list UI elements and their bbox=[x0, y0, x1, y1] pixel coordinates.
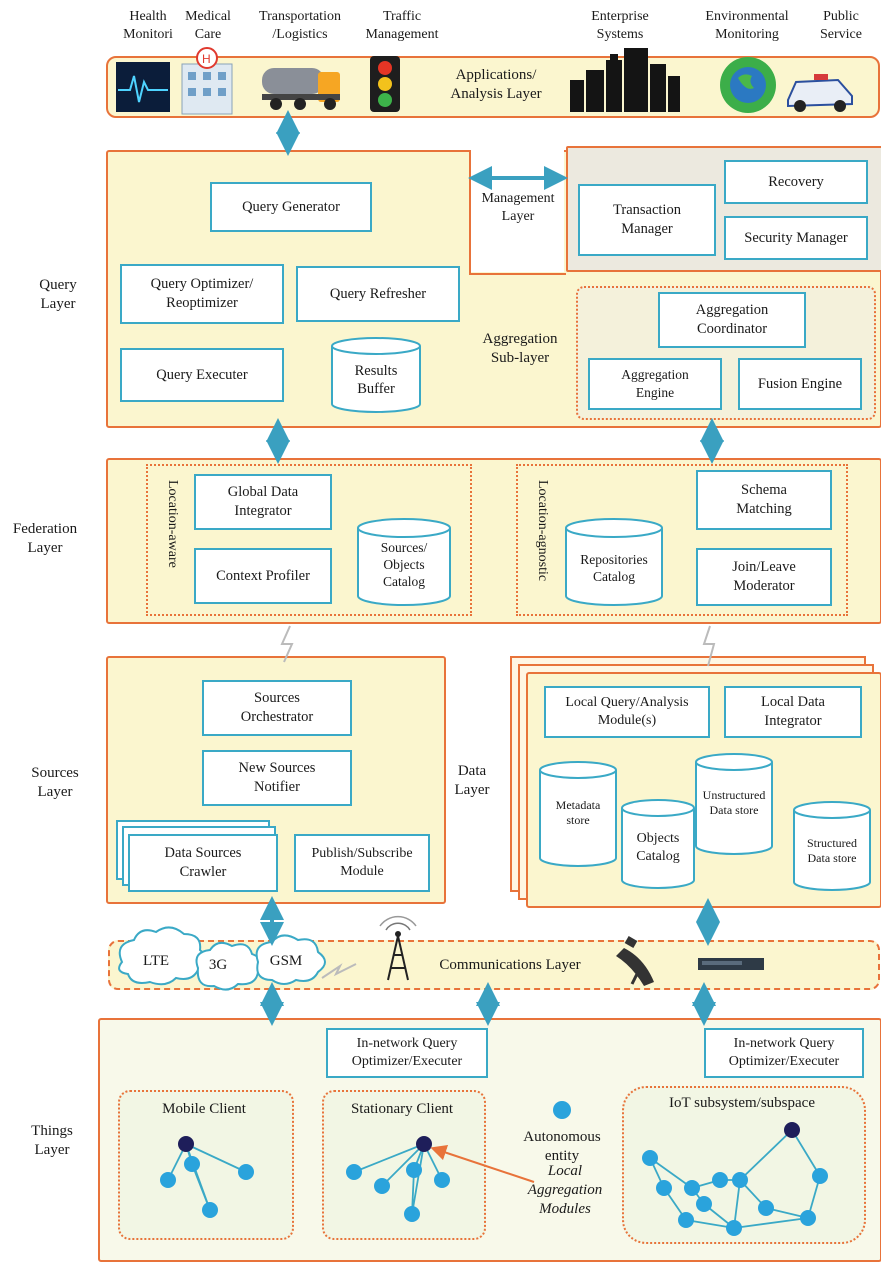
aggregation-engine: Aggregation Engine bbox=[588, 358, 722, 410]
security-manager: Security Manager bbox=[724, 216, 868, 260]
app-label-public: Public Service bbox=[820, 9, 862, 42]
federation-to-sources-link-left bbox=[280, 625, 294, 663]
transaction-manager: Transaction Manager bbox=[578, 184, 716, 256]
city-skyline-icon bbox=[570, 48, 680, 112]
query-generator: Query Generator bbox=[210, 182, 372, 232]
schema-matching: Schema Matching bbox=[696, 470, 832, 530]
cloud-icon bbox=[118, 926, 326, 991]
svg-text:H: H bbox=[202, 52, 211, 66]
sources-layer-side-label: Sources Layer bbox=[31, 765, 79, 800]
query-optimizer: Query Optimizer/ Reoptimizer bbox=[120, 264, 284, 324]
repositories-catalog-label: Repositories Catalog bbox=[580, 552, 648, 584]
cloud-label-3g: 3G bbox=[208, 957, 228, 973]
management-layer-label: Management Layer bbox=[481, 191, 555, 224]
local-query-analysis-module: Local Query/Analysis Module(s) bbox=[544, 686, 710, 738]
data-sources-crawler: Data Sources Crawler bbox=[128, 834, 278, 892]
app-label-environmental: Environmental Monitoring bbox=[705, 9, 789, 42]
query-refresher: Query Refresher bbox=[296, 266, 460, 322]
global-data-integrator: Global Data Integrator bbox=[194, 474, 332, 530]
communications-layer-label: Communications Layer bbox=[439, 957, 581, 973]
location-agnostic-label: Location-agnostic bbox=[535, 480, 550, 582]
objects-catalog-label: Objects Catalog bbox=[636, 831, 680, 864]
app-label-enterprise: Enterprise Systems bbox=[591, 9, 649, 42]
fusion-engine: Fusion Engine bbox=[738, 358, 862, 410]
location-aware-label: Location-aware bbox=[165, 480, 180, 568]
iot-subsystem-label: IoT subsystem/subspace bbox=[669, 1095, 815, 1111]
sources-orchestrator: Sources Orchestrator bbox=[202, 680, 352, 736]
local-data-integrator: Local Data Integrator bbox=[724, 686, 862, 738]
federation-to-data-link-right bbox=[702, 625, 716, 667]
query-executer: Query Executer bbox=[120, 348, 284, 402]
local-aggregation-label: Local Aggregation Modules bbox=[527, 1163, 603, 1217]
new-sources-notifier: New Sources Notifier bbox=[202, 750, 352, 806]
police-car-icon bbox=[787, 74, 853, 112]
app-label-traffic: Traffic Management bbox=[365, 9, 439, 42]
mobile-client-label: Mobile Client bbox=[162, 1101, 246, 1117]
stationary-client-label: Stationary Client bbox=[350, 1101, 454, 1117]
traffic-light-icon bbox=[370, 56, 400, 112]
join-leave-moderator: Join/Leave Moderator bbox=[696, 548, 832, 606]
app-label-health: Health Monitori bbox=[123, 9, 173, 42]
federation-layer-side-label: Federation Layer bbox=[12, 521, 78, 556]
globe-recycle-icon bbox=[720, 57, 776, 113]
autonomous-entity-label: Autonomous entity bbox=[523, 1129, 601, 1164]
data-layer-side-label: Data Layer bbox=[454, 763, 490, 798]
query-layer-side-label: Query Layer bbox=[39, 277, 77, 312]
app-label-medical: Medical Care bbox=[185, 9, 231, 42]
publish-subscribe-module: Publish/Subscribe Module bbox=[294, 834, 430, 892]
aggregation-sublayer-label: Aggregation Sub-layer bbox=[482, 331, 558, 366]
lightning-icon bbox=[321, 963, 357, 979]
unstructured-data-store-label: Unstructured Data store bbox=[702, 788, 766, 817]
things-layer-side-label: Things Layer bbox=[31, 1123, 73, 1158]
in-network-optimizer-2: In-network Query Optimizer/Executer bbox=[704, 1028, 864, 1078]
results-buffer-label: Results Buffer bbox=[354, 363, 398, 398]
network-router-icon bbox=[698, 958, 764, 970]
cloud-label-lte: LTE bbox=[142, 953, 170, 969]
applications-layer-label: Applications/ Analysis Layer bbox=[450, 67, 542, 102]
app-label-transport: Transportation /Logistics bbox=[259, 9, 341, 42]
recovery: Recovery bbox=[724, 160, 868, 204]
context-profiler: Context Profiler bbox=[194, 548, 332, 604]
tanker-truck-icon bbox=[262, 68, 340, 110]
structured-data-store-label: Structured Data store bbox=[807, 836, 857, 865]
sources-objects-catalog-label: Sources/ Objects Catalog bbox=[380, 540, 428, 589]
hospital-icon: H bbox=[181, 47, 233, 115]
aggregation-coordinator: Aggregation Coordinator bbox=[658, 292, 806, 348]
satellite-dish-icon bbox=[616, 936, 654, 986]
iot-subsystem-group bbox=[622, 1086, 866, 1244]
cell-tower-icon bbox=[379, 915, 417, 981]
in-network-optimizer-1: In-network Query Optimizer/Executer bbox=[326, 1028, 488, 1078]
health-monitor-icon bbox=[116, 62, 170, 112]
metadata-store-label: Metadata store bbox=[555, 798, 601, 827]
cloud-label-gsm: GSM bbox=[269, 953, 303, 969]
